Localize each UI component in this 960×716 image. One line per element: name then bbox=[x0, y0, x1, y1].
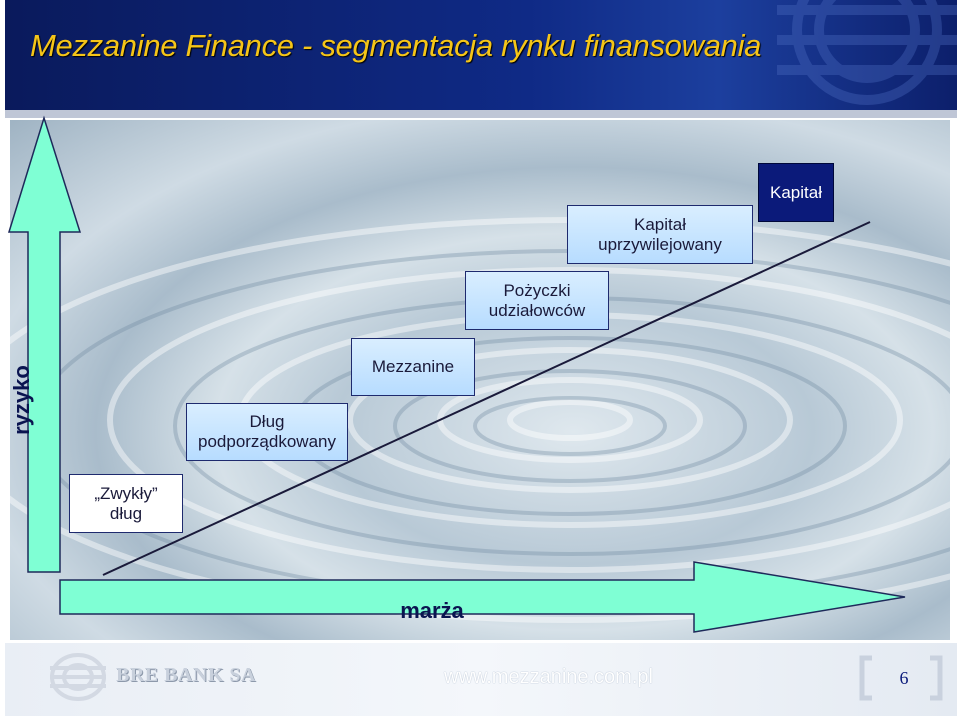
website-url[interactable]: www.mezzanine.com.pl bbox=[444, 666, 653, 688]
x-axis-label: marża bbox=[400, 598, 464, 623]
step-label-line: podporządkowany bbox=[198, 432, 336, 451]
step-label-line: Dług bbox=[249, 412, 285, 431]
risk-return-line bbox=[102, 221, 871, 576]
step-mezzanine: Mezzanine bbox=[351, 338, 475, 396]
step-label-line: Kapitał bbox=[770, 182, 822, 202]
step-pozyczki-udzialowcow: Pożyczki udziałowców bbox=[465, 271, 609, 330]
footer-bar bbox=[5, 643, 957, 716]
step-zwykly-dlug: „Zwykły” dług bbox=[69, 474, 183, 533]
margin-arrow-right-icon bbox=[59, 561, 906, 633]
header-divider bbox=[5, 110, 957, 118]
step-label-line: „Zwykły” bbox=[94, 483, 158, 503]
step-kapital-uprzywilejowany: Kapitał uprzywilejowany bbox=[567, 205, 753, 264]
step-label-line: dług bbox=[109, 503, 143, 523]
step-dlug-podporzadkowany: Dług podporządkowany bbox=[186, 403, 348, 461]
bre-logo-watermark-icon bbox=[777, 0, 957, 105]
step-label-line: Pożyczki bbox=[503, 280, 571, 300]
step-label-line: uprzywilejowany bbox=[598, 234, 722, 254]
step-label-line: Kapitał bbox=[634, 214, 686, 234]
risk-arrow-up-icon bbox=[7, 115, 82, 573]
page-number: 6 bbox=[899, 668, 909, 688]
step-kapital: Kapitał bbox=[758, 163, 834, 222]
page-number-brackets-icon bbox=[859, 655, 943, 701]
step-label-line: Mezzanine bbox=[371, 357, 455, 376]
header-banner bbox=[5, 0, 957, 110]
bre-bank-logo-icon bbox=[50, 653, 106, 701]
step-label-line: udziałowców bbox=[488, 300, 586, 320]
page-title: Mezzanine Finance - segmentacja rynku fi… bbox=[30, 28, 762, 63]
y-axis-label: ryzyko bbox=[9, 365, 34, 435]
bank-name: BRE BANK SA bbox=[116, 664, 256, 686]
